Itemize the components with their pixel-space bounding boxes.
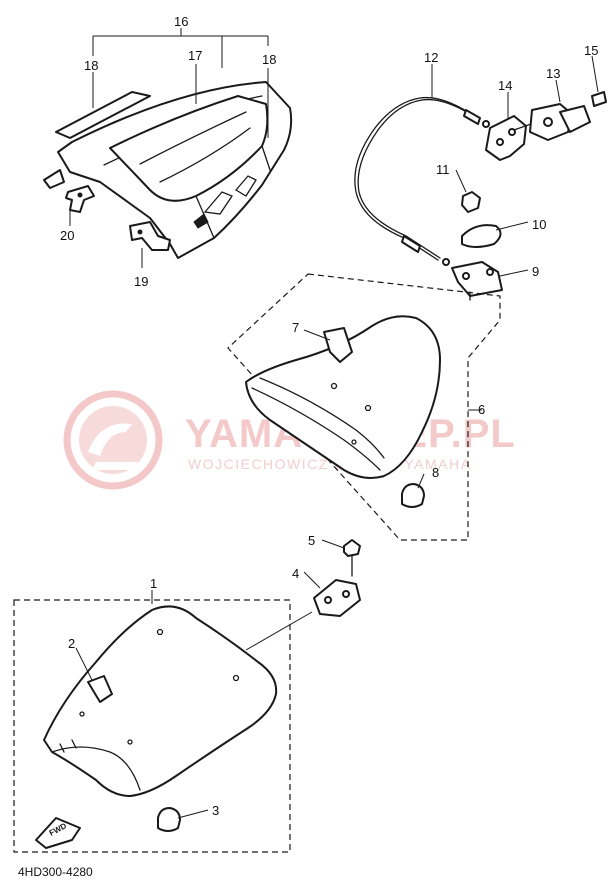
callout-2: 2 <box>68 636 75 651</box>
seat-lock-cable <box>354 96 490 266</box>
callout-13: 13 <box>546 66 560 81</box>
callout-8: 8 <box>432 465 439 480</box>
callout-19: 19 <box>134 274 148 289</box>
damper-3 <box>157 807 181 832</box>
bracket-19 <box>129 221 171 251</box>
callout-7: 7 <box>292 320 299 335</box>
callout-3: 3 <box>212 803 219 818</box>
seat-strap-7 <box>323 327 353 363</box>
callout-18-right: 18 <box>262 52 276 67</box>
callout-1: 1 <box>150 576 157 591</box>
bolt-5 <box>343 539 361 577</box>
callout-18-left: 18 <box>84 58 98 73</box>
callout-6: 6 <box>478 402 485 417</box>
rider-seat <box>43 605 278 797</box>
callout-14: 14 <box>498 78 512 93</box>
hook-4 <box>313 579 361 617</box>
bracket-20 <box>65 185 95 213</box>
plate-10 <box>461 224 502 248</box>
callout-16: 16 <box>174 14 188 29</box>
forward-arrow: FWD <box>35 817 81 849</box>
callout-11: 11 <box>436 162 450 177</box>
bracket-9 <box>451 261 503 301</box>
watermark-logo <box>63 390 163 490</box>
callout-20: 20 <box>60 228 74 243</box>
seat-strap-2 <box>87 675 113 703</box>
leader-lines <box>69 28 599 819</box>
callout-15: 15 <box>584 43 598 58</box>
damper-8 <box>401 483 425 508</box>
callout-9: 9 <box>532 264 539 279</box>
seat-cowl <box>43 81 293 259</box>
callout-5: 5 <box>308 533 315 548</box>
callout-12: 12 <box>424 50 438 65</box>
group-1-outline <box>13 599 291 853</box>
passenger-seat <box>245 315 441 479</box>
nut-11 <box>461 191 481 213</box>
diagram-code: 4HD300-4280 <box>18 865 93 879</box>
callout-4: 4 <box>292 566 299 581</box>
callout-17: 17 <box>188 48 202 63</box>
callouts: 1 2 3 4 5 6 7 8 9 10 11 12 13 14 15 16 1… <box>60 14 598 818</box>
lock-assembly <box>485 91 607 161</box>
callout-10: 10 <box>532 217 546 232</box>
